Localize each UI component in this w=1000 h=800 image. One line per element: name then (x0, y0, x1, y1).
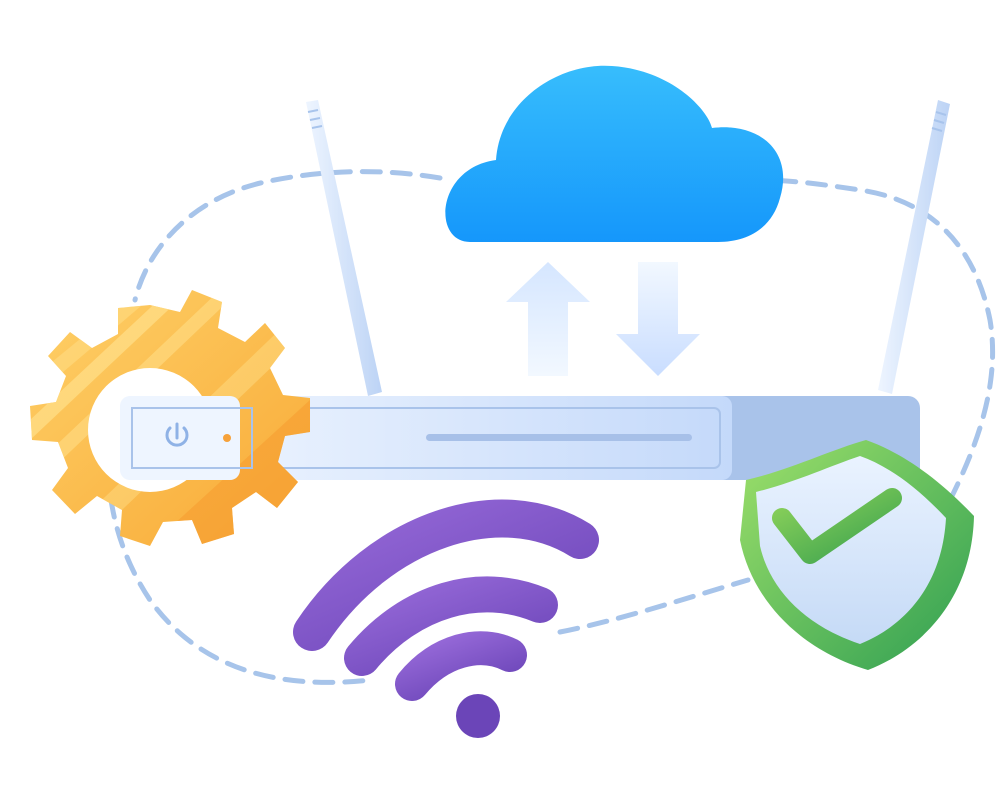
router-front-overlay (120, 396, 240, 480)
antenna-left (306, 100, 382, 396)
antenna-right (878, 100, 950, 394)
upload-arrow-icon (506, 262, 590, 376)
dashed-connection-loop (105, 169, 996, 685)
router-slot (426, 434, 692, 441)
cloud-icon (445, 65, 784, 242)
shield-check-icon (740, 440, 974, 670)
power-icon-overlay (165, 422, 189, 447)
download-arrow-icon (616, 262, 700, 376)
check-icon (772, 488, 902, 564)
wifi-icon (293, 499, 599, 738)
